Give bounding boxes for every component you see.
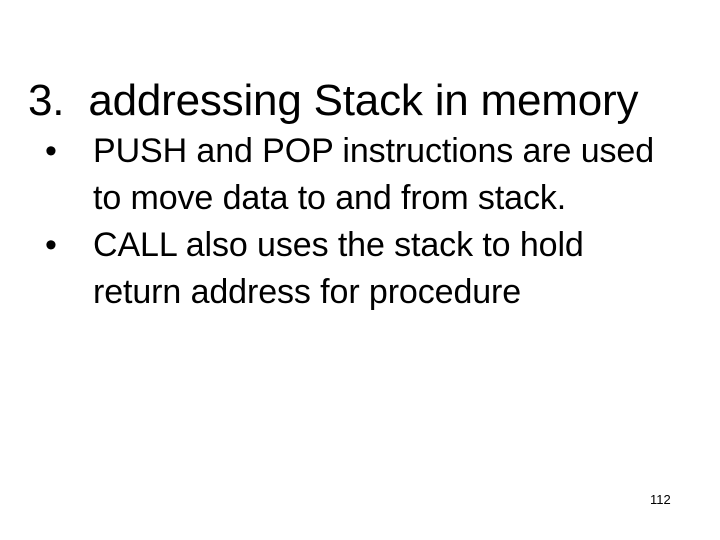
- bullet-list: • PUSH and POP instructions are used to …: [30, 128, 680, 316]
- page-number: 112: [650, 492, 671, 507]
- list-item-text: CALL also uses the stack to hold return …: [93, 226, 584, 311]
- list-item: • PUSH and POP instructions are used to …: [30, 128, 680, 222]
- slide-title: 3. addressing Stack in memory: [28, 76, 639, 126]
- list-item: • CALL also uses the stack to hold retur…: [30, 222, 680, 316]
- bullet-point-icon: •: [45, 132, 57, 170]
- list-item-text: PUSH and POP instructions are used to mo…: [93, 132, 655, 217]
- bullet-point-icon: •: [45, 226, 57, 264]
